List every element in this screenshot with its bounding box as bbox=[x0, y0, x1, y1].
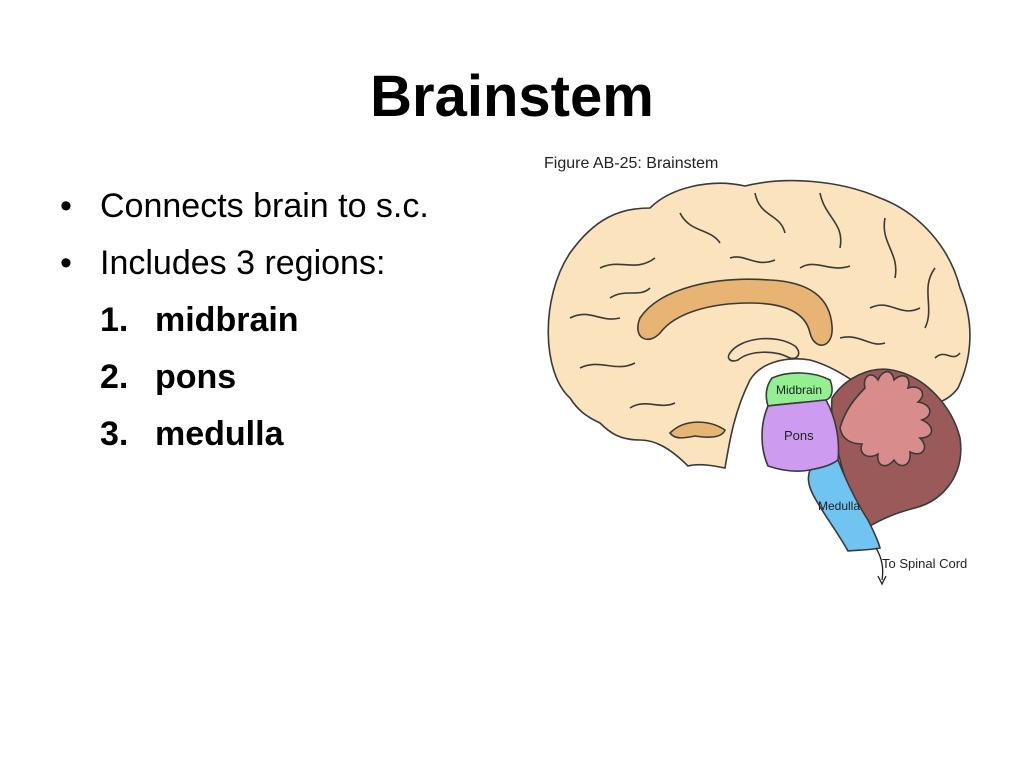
region-label: midbrain bbox=[155, 301, 299, 339]
gyrus-line bbox=[629, 402, 676, 409]
figure-caption: Figure AB-25: Brainstem bbox=[544, 155, 718, 172]
fornix-shape bbox=[727, 337, 800, 362]
arbor-vitae-shape bbox=[839, 370, 933, 467]
bullet-item-includes: • Includes 3 regions: bbox=[60, 243, 530, 300]
arrow-head-icon bbox=[877, 575, 887, 586]
region-item-midbrain: 1. midbrain bbox=[60, 300, 530, 357]
gyrus-line bbox=[679, 212, 721, 244]
brainstem-figure: Figure AB-25: Brainstem bbox=[540, 148, 990, 588]
gyri-lines bbox=[569, 192, 961, 409]
bullet-item-connects: • Connects brain to s.c. bbox=[60, 186, 530, 243]
midbrain-label: Midbrain bbox=[776, 383, 822, 397]
gyrus-line bbox=[569, 313, 621, 320]
slide-content: • Connects brain to s.c. • Includes 3 re… bbox=[60, 186, 530, 471]
gyrus-line bbox=[729, 256, 776, 264]
slide-title: Brainstem bbox=[370, 64, 654, 129]
medulla-label: Medulla bbox=[818, 499, 860, 513]
gyrus-line bbox=[883, 217, 897, 279]
gyrus-line bbox=[609, 287, 651, 299]
gyrus-line bbox=[869, 304, 921, 312]
region-item-pons: 2. pons bbox=[60, 357, 530, 414]
region-number: 3. bbox=[100, 415, 129, 453]
pons-label: Pons bbox=[784, 428, 814, 443]
region-number: 2. bbox=[100, 358, 129, 396]
spinal-cord-label: To Spinal Cord bbox=[882, 556, 967, 571]
gyrus-line bbox=[579, 362, 636, 369]
temporal-notch-shape bbox=[668, 421, 726, 439]
region-number: 1. bbox=[100, 301, 129, 339]
corpus-callosum-shape bbox=[637, 278, 833, 346]
gyrus-line bbox=[599, 257, 656, 269]
cerebrum-shape bbox=[547, 179, 971, 469]
region-label: medulla bbox=[155, 415, 284, 453]
bullet-glyph: • bbox=[60, 244, 72, 282]
bullet-text: Includes 3 regions: bbox=[100, 244, 386, 282]
gyrus-line bbox=[839, 336, 886, 345]
bullet-text: Connects brain to s.c. bbox=[100, 187, 429, 225]
gyrus-line bbox=[754, 192, 786, 234]
region-label: pons bbox=[155, 358, 237, 396]
medulla-region bbox=[807, 458, 881, 552]
brain-diagram: Figure AB-25: Brainstem bbox=[544, 155, 971, 586]
gyrus-line bbox=[799, 263, 851, 269]
region-item-medulla: 3. medulla bbox=[60, 414, 530, 471]
bullet-glyph: • bbox=[60, 187, 72, 225]
gyrus-line bbox=[924, 267, 936, 329]
spinal-cord-arrow bbox=[875, 547, 884, 581]
bullet-list: • Connects brain to s.c. • Includes 3 re… bbox=[60, 186, 530, 300]
gyrus-line bbox=[934, 352, 961, 359]
regions-list: 1. midbrain 2. pons 3. medulla bbox=[60, 300, 530, 471]
gyrus-line bbox=[819, 192, 842, 249]
